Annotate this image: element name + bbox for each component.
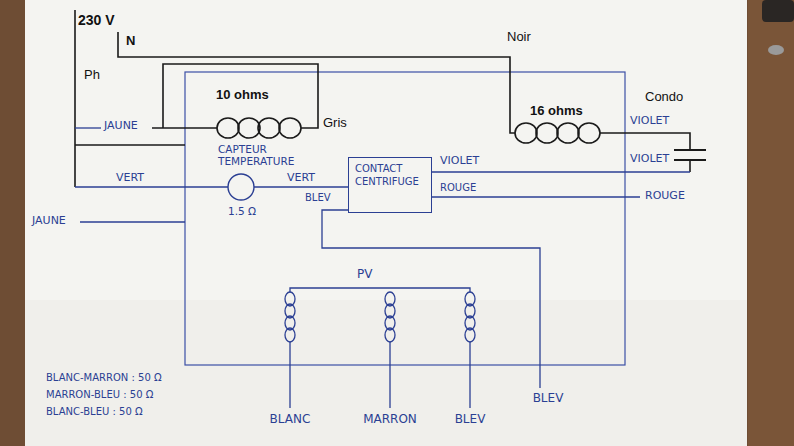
paper-shadow [25, 300, 747, 446]
resistance-label: 10 ohms [216, 88, 269, 103]
violet-wire [432, 171, 690, 172]
wire-color-label: ROUGE [440, 182, 476, 194]
wire-color-label: VIOLET [630, 115, 669, 128]
wire-color-label: JAUNE [32, 215, 66, 228]
wire-color-label: BLEV [533, 392, 564, 406]
winding-coil [465, 328, 475, 342]
blue-wire [322, 210, 540, 388]
measurement-note: BLANC-BLEU : 50 Ω [46, 406, 143, 418]
motor-housing-outline [185, 72, 625, 365]
wire-color-label: BLEV [305, 192, 331, 204]
wire-color-label: VIOLET [440, 155, 479, 168]
resistor-coil [536, 123, 558, 143]
winding-coil [385, 328, 395, 342]
coil-wire [600, 133, 690, 150]
resistor-coil [515, 123, 537, 143]
resistance-value: 1.5 Ω [228, 205, 256, 217]
wire-color-label: JAUNE [104, 120, 138, 133]
red-wire [432, 196, 640, 197]
wire-color-label: Gris [323, 116, 347, 131]
measurement-note: BLANC-MARRON : 50 Ω [46, 372, 162, 384]
component-label: Condo [645, 90, 683, 105]
background-object [762, 0, 794, 22]
wire-color-label: VIOLET [630, 153, 669, 166]
winding-lead [469, 342, 470, 408]
resistor-coil [557, 123, 579, 143]
resistance-label: 16 ohms [530, 104, 583, 119]
winding-lead [389, 342, 390, 408]
coil-wire [152, 127, 217, 129]
yellow-wire [75, 127, 101, 128]
yellow-wire [80, 221, 185, 222]
phase-wire [75, 144, 185, 146]
wire-color-label: ROUGE [645, 190, 685, 203]
measurement-note: MARRON-BLEU : 50 Ω [46, 389, 153, 401]
capacitor-plate [674, 149, 706, 151]
table-background [748, 0, 794, 446]
paper-sheet [25, 0, 747, 446]
phase-label: Ph [84, 68, 100, 83]
centrifugal-switch-box: CONTACT CENTRIFUGE [348, 157, 432, 213]
wire-color-label: BLEV [455, 413, 486, 427]
green-wire-connector [254, 186, 348, 187]
background-object [768, 45, 784, 55]
sensor-name: CAPTEUR TEMPERATURE [218, 143, 328, 167]
wire-color-label: VERT [116, 172, 144, 185]
wire-color-label: Noir [507, 30, 531, 45]
resistor-coil [217, 118, 239, 138]
winding-label: PV [357, 268, 372, 282]
wire-color-label: VERT [285, 172, 317, 185]
winding-bus [290, 288, 470, 292]
wire-color-label: BLANC [270, 413, 311, 427]
resistor-coil [578, 123, 600, 143]
resistor-coil [258, 118, 280, 138]
neutral-wire [118, 32, 515, 133]
sensor-circle [228, 174, 254, 200]
box-label: CONTACT CENTRIFUGE [355, 163, 419, 188]
green-wire [75, 186, 228, 187]
phase-wire [74, 10, 76, 187]
resistor-coil [279, 118, 301, 138]
resistor-coil [238, 118, 260, 138]
neutral-label: N [126, 34, 135, 49]
voltage-label: 230 V [78, 12, 115, 28]
winding-lead [289, 342, 290, 408]
winding-coil [285, 328, 295, 342]
sensor-symbol [226, 172, 256, 202]
capacitor-lead [689, 160, 691, 172]
wire-color-label: MARRON [363, 413, 417, 427]
